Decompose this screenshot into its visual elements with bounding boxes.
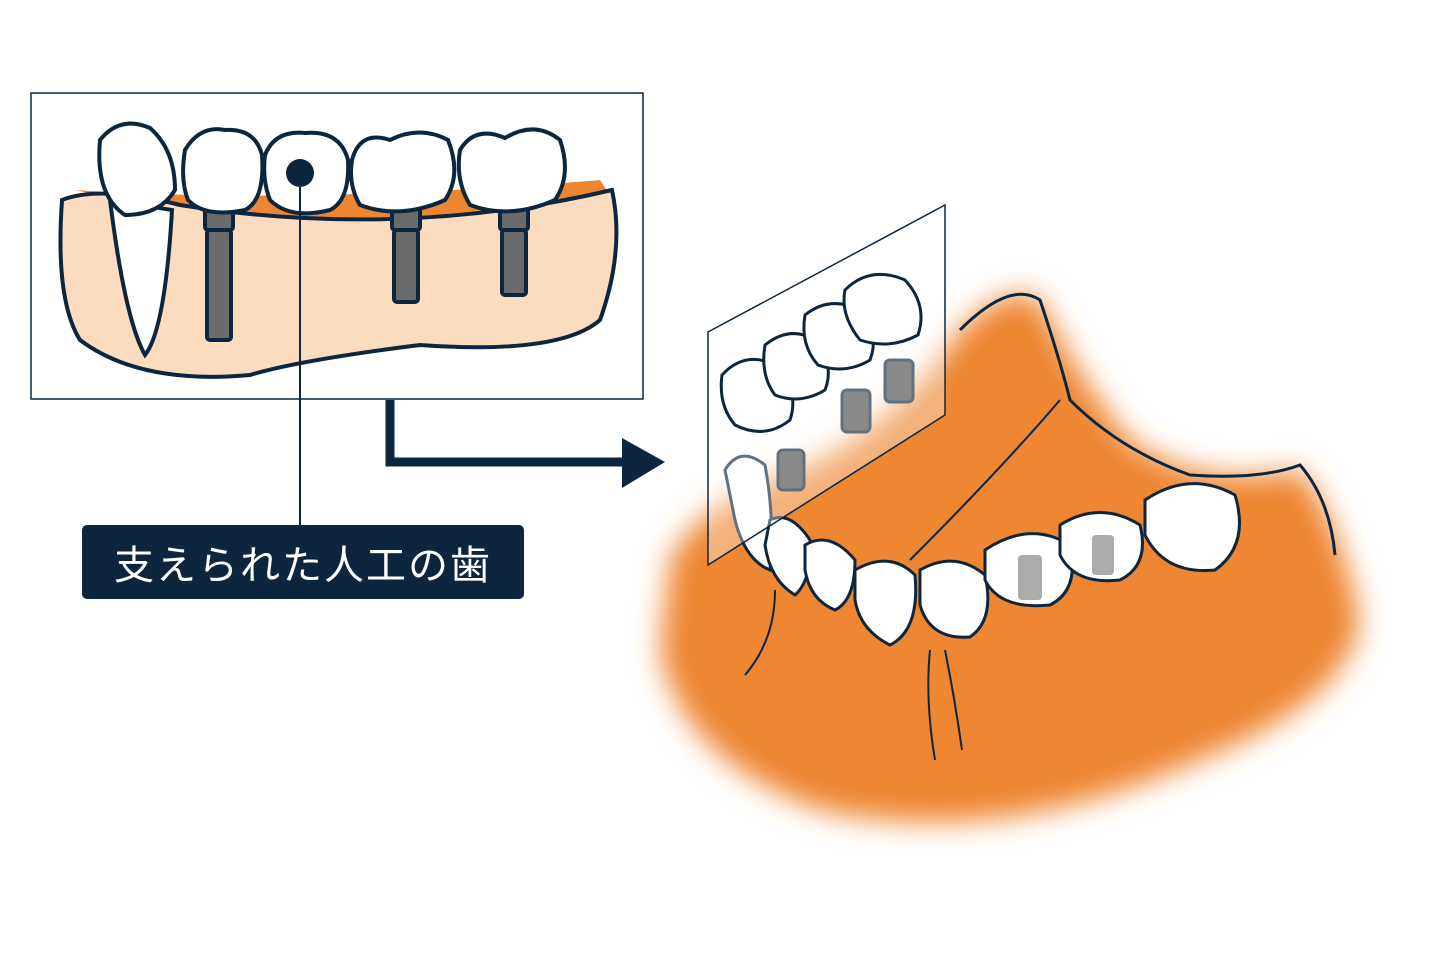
- arrow: [385, 400, 625, 467]
- crowns: [97, 121, 567, 218]
- artificial-tooth-label: 支えられた人工の歯: [82, 525, 524, 599]
- natural-root: [107, 197, 175, 359]
- arrow-head-icon: [622, 438, 665, 488]
- lower-jaw: [660, 203, 1360, 823]
- jaw-bone: [58, 187, 619, 379]
- floating-bridge-crowns: [719, 272, 923, 433]
- cross-section-inset: [30, 92, 644, 400]
